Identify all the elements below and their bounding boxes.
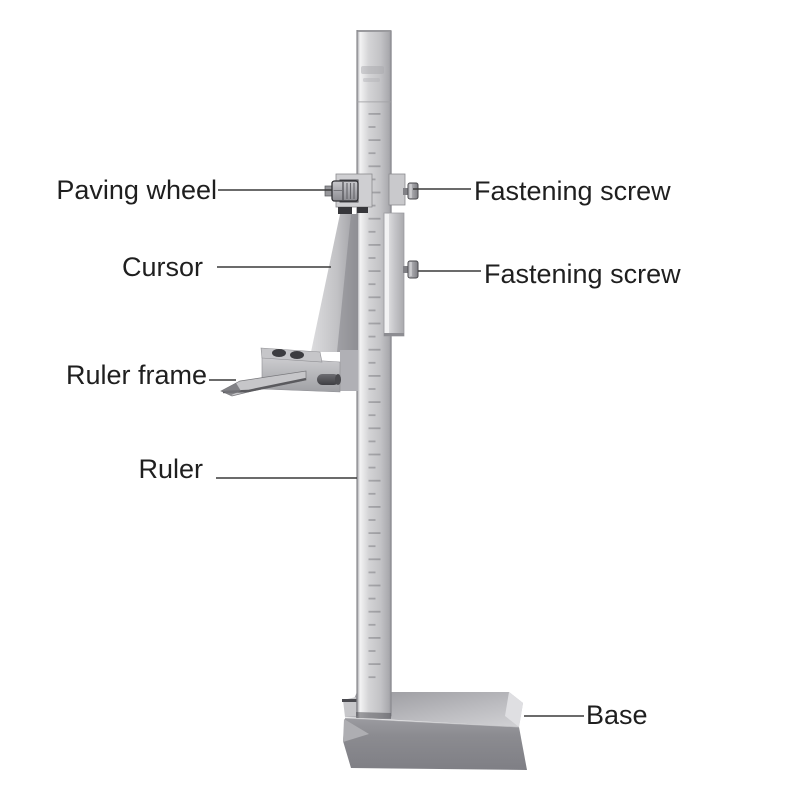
fastening-screw-top-unit xyxy=(388,173,419,206)
ruler-tick xyxy=(368,361,376,364)
ruler-tick xyxy=(368,650,376,652)
ruler-tick xyxy=(368,139,381,141)
ruler-tick xyxy=(368,545,376,548)
ruler-tick xyxy=(368,453,381,456)
base-front-top-edge xyxy=(344,717,520,728)
paving-wheel[interactable] xyxy=(331,180,359,202)
ruler-tick xyxy=(368,217,381,220)
ruler-tick xyxy=(368,427,381,430)
ruler-tick xyxy=(368,506,381,508)
fastening-screw-bottom[interactable] xyxy=(403,260,419,279)
fastening-screw-top[interactable] xyxy=(403,182,419,200)
cursor-support xyxy=(340,350,358,391)
ruler-tick xyxy=(368,270,381,272)
base-front-face xyxy=(343,718,527,770)
ruler-tick xyxy=(368,637,381,639)
ruler-surface-seam xyxy=(357,101,391,103)
ruler-tick xyxy=(368,584,381,587)
screw-block xyxy=(388,173,406,206)
base-label: Base xyxy=(586,700,648,730)
ruler-body xyxy=(356,30,392,718)
ruler-tick xyxy=(368,335,376,338)
ruler-tick xyxy=(368,597,376,600)
ruler-tick xyxy=(368,414,376,417)
brand-stamp xyxy=(361,66,384,82)
ruler-tick xyxy=(368,401,381,403)
ruler-tick xyxy=(368,322,381,325)
base-right-bevel xyxy=(505,692,523,727)
ruler-tick xyxy=(368,558,381,561)
base-front xyxy=(343,717,527,770)
ruler-tick xyxy=(368,244,381,246)
leader-lines xyxy=(209,188,584,717)
bracket-foot-left xyxy=(338,207,352,214)
ruler-tick xyxy=(368,388,376,390)
clamp-hole-left xyxy=(272,349,286,357)
cursor-wedge-shadow xyxy=(337,214,358,352)
ruler-tick xyxy=(368,466,376,469)
ruler-column xyxy=(356,30,392,718)
ruler-frame-label: Ruler frame xyxy=(65,360,207,390)
ruler-tick xyxy=(368,283,376,286)
ruler-tick xyxy=(368,126,376,128)
ruler-tick xyxy=(368,165,381,168)
ruler-tick xyxy=(368,663,381,665)
ruler-tick xyxy=(368,610,381,613)
fastening-screw-bottom-label: Fastening screw xyxy=(484,259,681,289)
vernier-plate-highlight xyxy=(385,214,389,335)
ruler-tick xyxy=(368,623,376,626)
scriber-blade xyxy=(220,370,307,397)
ruler-tick xyxy=(368,230,376,233)
ruler-tick xyxy=(368,676,376,679)
ruler-tick xyxy=(368,113,381,115)
vernier-plate-bottom-edge xyxy=(384,333,404,336)
ruler-tick xyxy=(368,571,376,574)
cursor-slider xyxy=(311,212,405,391)
ruler-tick xyxy=(368,348,381,351)
fastening-screw-top-label: Fastening screw xyxy=(474,176,671,206)
clamp-pin xyxy=(317,374,341,385)
ruler-tick xyxy=(368,375,381,377)
ruler-tick xyxy=(368,191,381,194)
ruler-label: Ruler xyxy=(138,454,203,484)
ruler-frame-clamp xyxy=(220,347,341,397)
ruler-top-edge xyxy=(356,30,392,32)
ruler-tick xyxy=(368,309,376,312)
clamp-hole-right xyxy=(290,351,304,359)
ruler-tick xyxy=(368,479,381,482)
base-front-left-bevel xyxy=(343,719,369,742)
ruler-tick xyxy=(368,152,376,155)
ruler-tick xyxy=(368,257,376,259)
paving-wheel-label: Paving wheel xyxy=(56,175,217,205)
ruler-tick xyxy=(368,296,381,299)
cursor-label: Cursor xyxy=(121,252,203,282)
bracket-foot-right xyxy=(357,207,368,213)
column-base-shadow xyxy=(356,712,391,719)
ruler-tick xyxy=(368,519,376,521)
ruler-tick xyxy=(368,440,376,443)
ruler-tick xyxy=(368,492,376,495)
ruler-tick xyxy=(368,532,381,534)
base-ledge-shadow-line xyxy=(342,699,357,702)
fastening-screw-bottom-unit xyxy=(403,260,419,279)
paving-wheel-unit xyxy=(324,173,373,214)
